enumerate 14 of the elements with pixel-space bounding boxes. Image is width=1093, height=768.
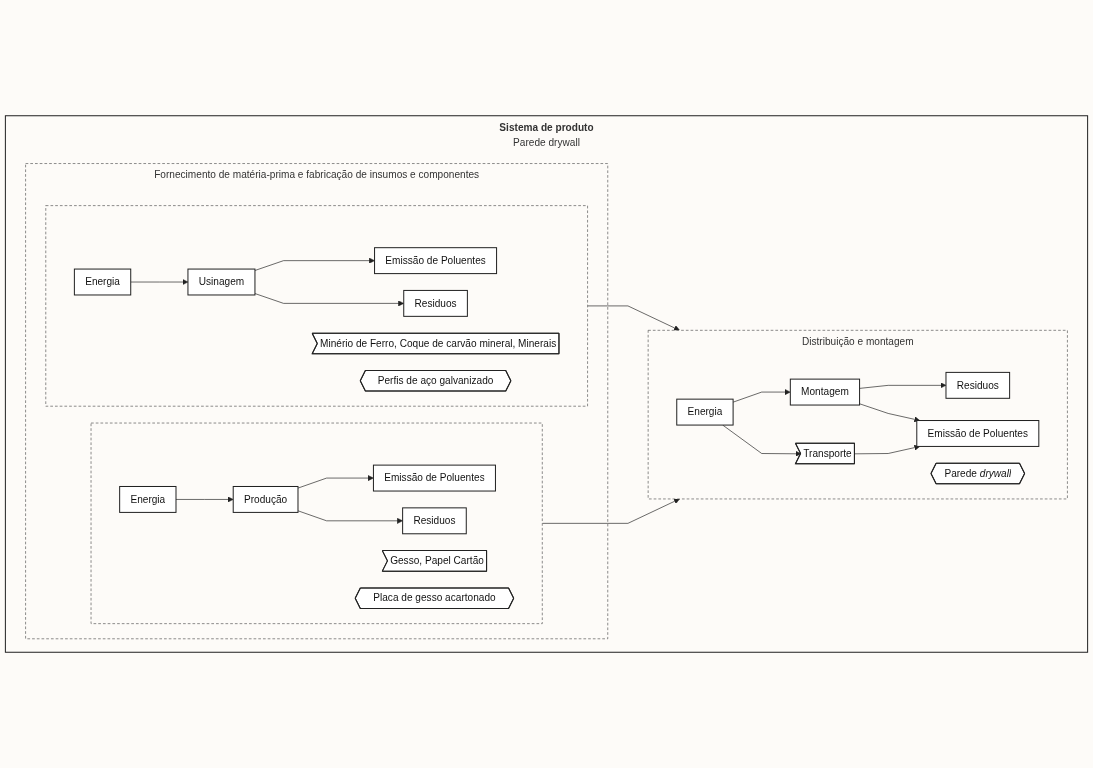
node-box: Montagem [789,378,861,406]
node-box: Emissão de Poluentes [916,420,1040,447]
cluster [90,422,543,624]
node-box: Usinagem [187,268,256,296]
node-box: Emissão de Poluentes [372,464,496,492]
node-box: Emissão de Poluentes [374,247,498,275]
node-box: Energia [73,268,132,296]
node-box: Energia [119,486,177,513]
node-box: Residuos [945,371,1011,399]
cluster [45,205,588,407]
node-box: Produção [232,486,299,513]
node-box: Residuos [403,289,468,317]
node-box: Residuos [402,507,467,535]
node-box: Energia [676,398,734,426]
